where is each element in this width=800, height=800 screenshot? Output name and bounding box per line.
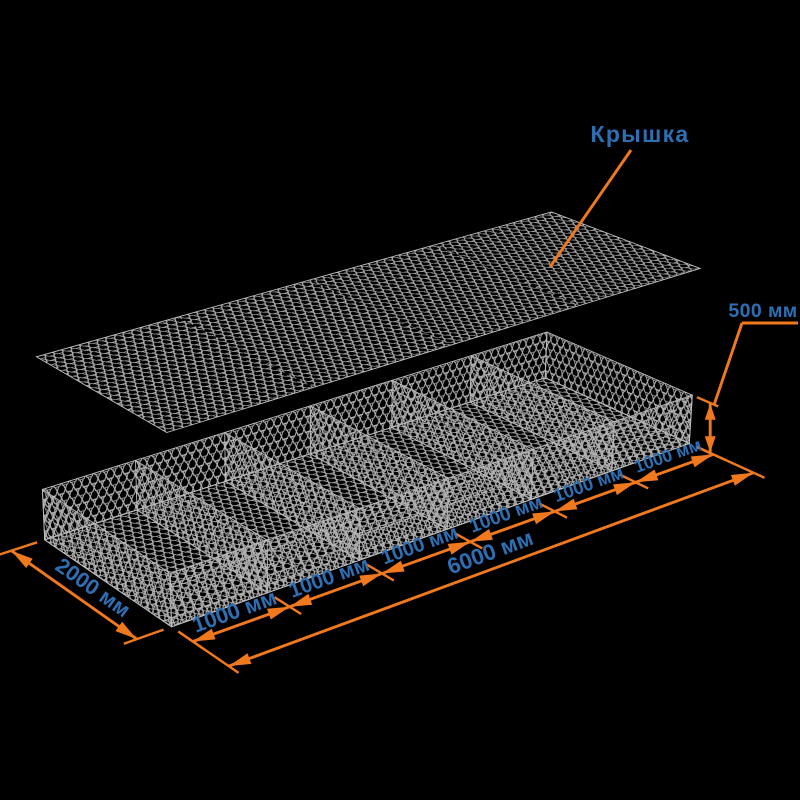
dim-label-500: 500 мм bbox=[728, 300, 797, 322]
mesh-face-divider-5 bbox=[470, 355, 541, 436]
total-length-line bbox=[228, 471, 755, 668]
mesh-face-front-long-wall bbox=[359, 449, 534, 561]
arrowhead bbox=[532, 511, 555, 525]
arrowhead bbox=[228, 653, 252, 667]
mesh-edge-front-end-wall bbox=[41, 488, 172, 628]
mesh-face-lid bbox=[434, 212, 701, 306]
arrowhead bbox=[730, 472, 754, 486]
arrowhead bbox=[690, 454, 714, 468]
extension-right bbox=[696, 445, 765, 479]
arrowhead bbox=[704, 436, 716, 453]
arrowhead bbox=[115, 621, 137, 640]
arrowhead bbox=[470, 529, 493, 542]
mesh-face-back-end-wall bbox=[545, 332, 618, 410]
height-extension-top bbox=[696, 396, 719, 408]
mesh-face-divider-1 bbox=[135, 460, 200, 550]
arrowhead bbox=[267, 606, 290, 620]
tick-3 bbox=[454, 532, 483, 550]
arrowhead bbox=[11, 550, 33, 568]
mesh-face-front-end-wall bbox=[104, 529, 172, 627]
arrowhead bbox=[554, 498, 578, 512]
mesh-face-divider-2 bbox=[224, 432, 291, 520]
mesh-face-divider-4 bbox=[391, 380, 461, 463]
mesh-face-lid bbox=[310, 244, 580, 345]
tick-1 bbox=[274, 596, 302, 616]
width-dimension-line bbox=[10, 549, 138, 641]
dimension-annotations bbox=[0, 149, 798, 674]
width-extension-front bbox=[123, 628, 165, 645]
mesh-face-front-long-wall bbox=[531, 395, 693, 500]
arrowhead bbox=[704, 403, 716, 420]
arrowhead bbox=[613, 482, 636, 496]
gabion-mesh-parts bbox=[35, 211, 702, 628]
mesh-face-lid bbox=[177, 279, 452, 388]
tick-2 bbox=[366, 563, 395, 582]
mesh-face-divider-3 bbox=[310, 405, 377, 491]
mesh-face-front-long-wall bbox=[170, 508, 360, 627]
arrowhead bbox=[359, 573, 382, 587]
mesh-face-lid bbox=[36, 317, 315, 433]
arrowhead bbox=[635, 469, 659, 483]
tick-5 bbox=[619, 473, 649, 490]
tick-4 bbox=[538, 502, 568, 519]
arrowhead bbox=[192, 628, 216, 642]
mesh-face-back-long-wall bbox=[42, 432, 226, 540]
mesh-face-front-end-wall bbox=[42, 489, 106, 582]
arrowhead bbox=[382, 560, 405, 574]
lid-label: Крышка bbox=[590, 121, 689, 147]
height-leader-line bbox=[712, 322, 744, 406]
lid-leader-line bbox=[548, 149, 633, 268]
arrowhead bbox=[447, 541, 471, 555]
extension-left bbox=[177, 630, 240, 674]
mesh-edge-lid bbox=[35, 211, 702, 433]
arrowhead bbox=[289, 593, 313, 607]
width-extension-back bbox=[0, 541, 38, 556]
